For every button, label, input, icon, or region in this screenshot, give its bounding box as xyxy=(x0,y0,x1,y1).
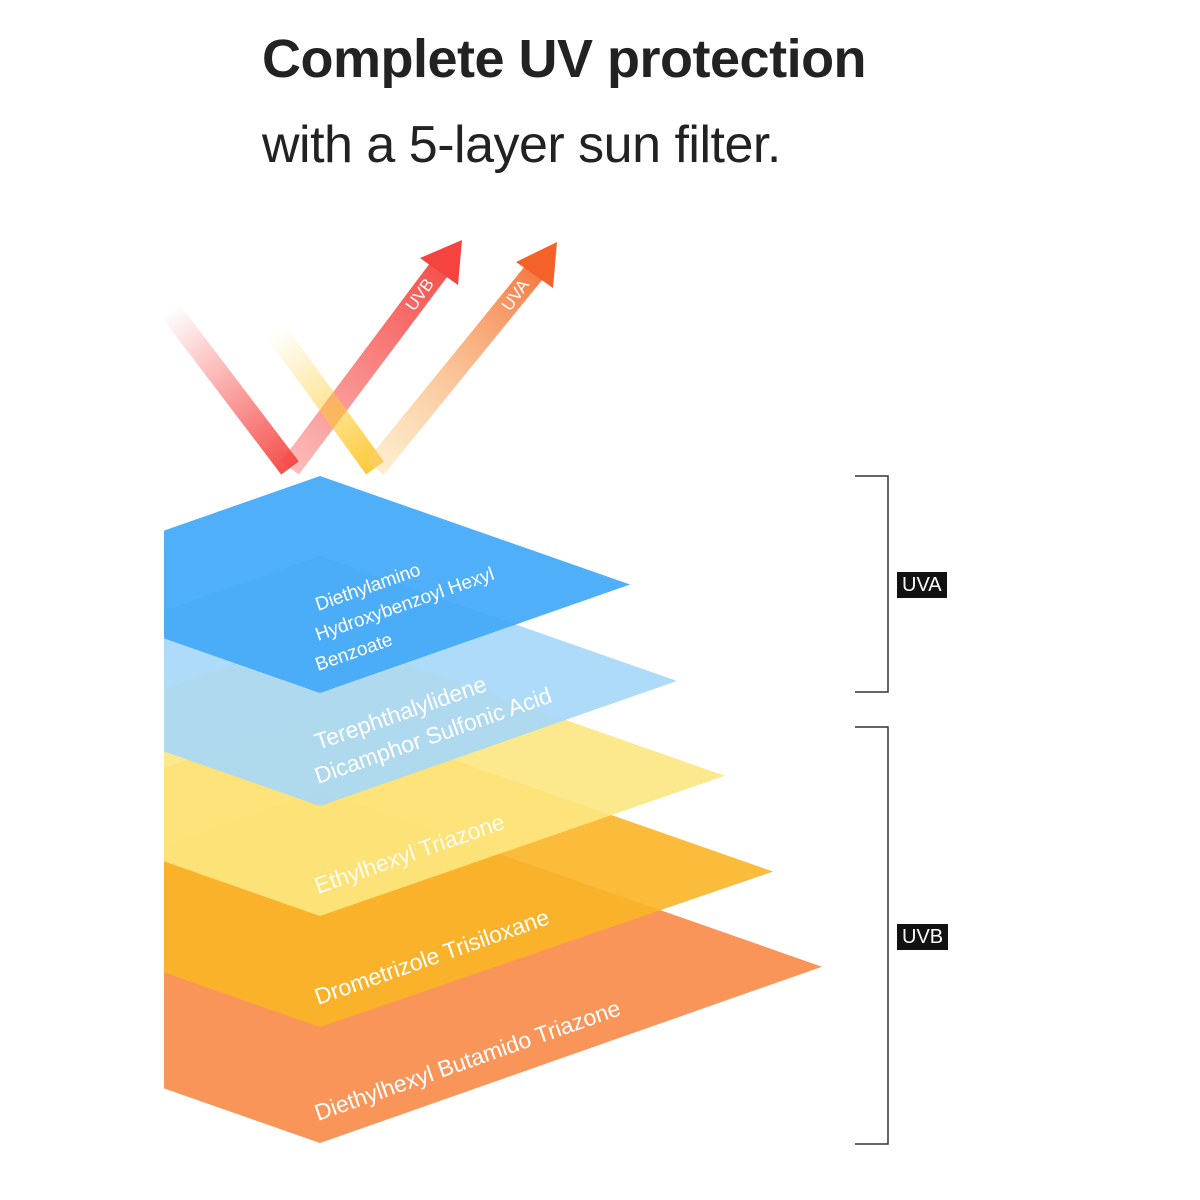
uva-bracket xyxy=(855,475,889,693)
uva-arrow xyxy=(266,242,557,475)
heading-line-2: with a 5-layer sun filter. xyxy=(262,116,781,174)
heading-line-1: Complete UV protection xyxy=(262,29,867,89)
uvb-arrow xyxy=(161,240,462,475)
uvb-bracket-label: UVB xyxy=(897,924,949,950)
filter-layer-1 xyxy=(164,476,630,693)
uva-bracket-label: UVA xyxy=(897,572,947,598)
uvb-bracket xyxy=(855,726,889,1145)
